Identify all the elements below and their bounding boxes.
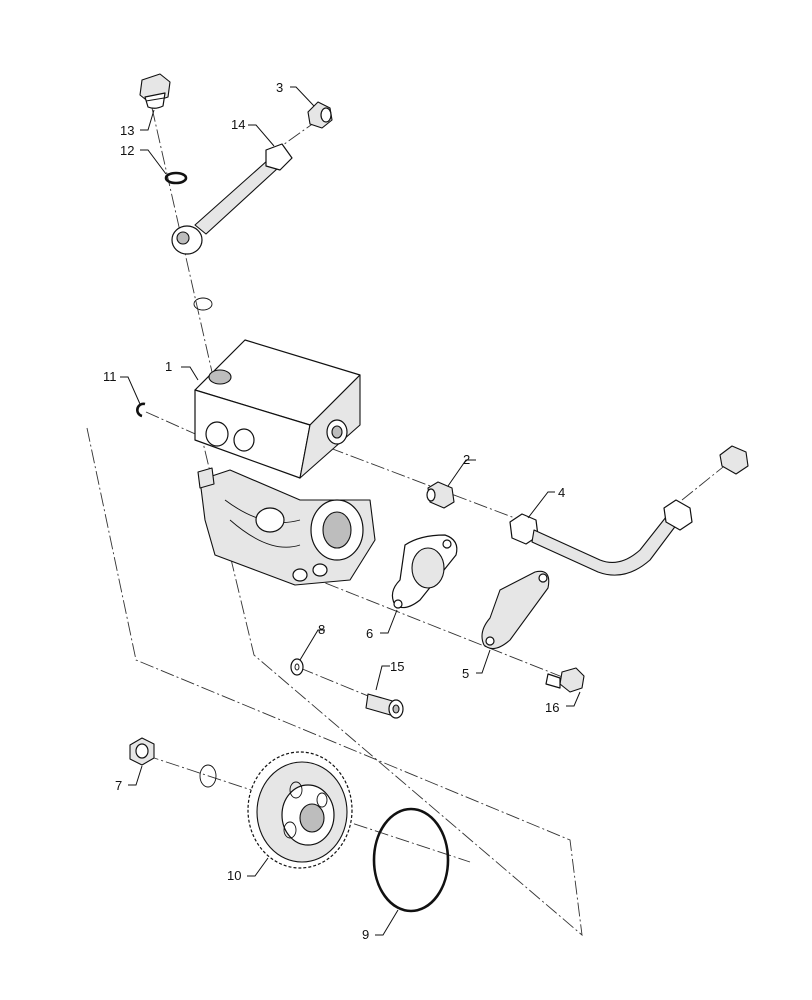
adapter-fitting-2[interactable]	[426, 481, 455, 509]
callout-6: 6	[366, 626, 373, 641]
leader-lines	[120, 86, 581, 936]
banjo-bolt[interactable]	[139, 73, 171, 109]
callout-13: 13	[120, 123, 134, 138]
callout-4: 4	[558, 485, 565, 500]
callout-14: 14	[231, 117, 245, 132]
callout-5: 5	[462, 666, 469, 681]
callout-12: 12	[120, 143, 134, 158]
callout-3: 3	[276, 80, 283, 95]
sealing-washer[interactable]	[193, 297, 213, 311]
callout-16: 16	[545, 700, 559, 715]
o-ring-9[interactable]	[372, 807, 450, 913]
callout-11: 11	[103, 369, 117, 384]
callout-9: 9	[362, 927, 369, 942]
gasket-6[interactable]	[391, 534, 458, 609]
cover-plate-5[interactable]	[481, 570, 550, 650]
callout-7: 7	[115, 778, 122, 793]
drive-gear-10[interactable]	[247, 751, 353, 869]
snap-ring-11[interactable]	[136, 402, 146, 418]
fitting-3[interactable]	[307, 101, 333, 129]
oil-tube[interactable]	[171, 143, 293, 255]
compressor-housing[interactable]	[194, 339, 376, 586]
cap-screw-15[interactable]	[365, 693, 404, 719]
callout-2: 2	[463, 452, 470, 467]
bolt-16[interactable]	[545, 667, 585, 693]
discharge-pipe[interactable]	[509, 445, 749, 576]
callout-15: 15	[390, 659, 404, 674]
o-ring-12[interactable]	[164, 171, 188, 185]
washer-8[interactable]	[290, 658, 304, 676]
callout-labels: 1 2 3 4 5 6 7 8 9 10 11 12 13 14 15 16	[103, 80, 565, 942]
callout-8: 8	[318, 622, 325, 637]
hex-nut-7[interactable]	[129, 737, 155, 766]
lock-washer[interactable]	[199, 764, 217, 788]
callout-10: 10	[227, 868, 241, 883]
callout-1: 1	[165, 359, 172, 374]
